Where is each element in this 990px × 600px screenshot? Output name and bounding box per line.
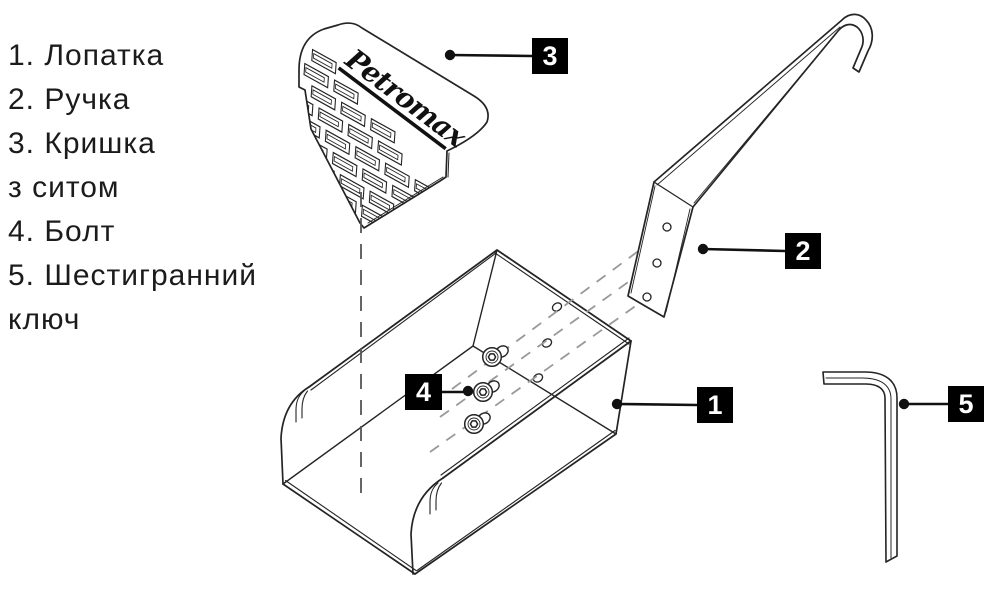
sieve-slot xyxy=(303,62,329,89)
sieve-slot xyxy=(305,66,325,83)
sieve-slot xyxy=(331,151,358,178)
parts-list-line: 3. Кришка xyxy=(8,127,156,160)
sieve-slot xyxy=(361,168,388,195)
sieve-slot xyxy=(333,155,354,172)
sieve-slot xyxy=(311,161,331,178)
sieve-slot xyxy=(398,206,425,229)
parts-list-line: з ситом xyxy=(8,171,120,204)
sieve-slot xyxy=(340,101,366,128)
badge-number: 4 xyxy=(416,377,431,407)
sieve-slot xyxy=(400,211,420,228)
sieve-slot xyxy=(310,84,337,111)
sieve-slot xyxy=(349,127,369,144)
sieve-slot xyxy=(390,220,417,229)
sieve-slot xyxy=(386,166,406,183)
sieve-slot xyxy=(384,162,410,189)
leader-dot xyxy=(898,398,910,410)
leader-dot xyxy=(444,49,456,61)
part-badge-2: 2 xyxy=(697,233,821,269)
parts-list-line: 2. Ручка xyxy=(8,83,131,116)
part-badge-3: 3 xyxy=(444,38,568,74)
sieve-slot xyxy=(311,48,337,75)
logo-underline xyxy=(337,66,447,151)
badge-box xyxy=(532,38,568,74)
sieve-slot xyxy=(317,107,344,134)
badge-box xyxy=(948,386,984,422)
badge-box xyxy=(405,374,442,410)
sieve-slot xyxy=(363,172,383,189)
sieve-slot xyxy=(342,105,362,122)
bolt xyxy=(463,409,494,435)
sieve-slot xyxy=(356,150,376,167)
leader-dot xyxy=(697,243,709,255)
part-badge-5: 5 xyxy=(898,386,984,422)
sieve-slot xyxy=(422,205,443,222)
badge-number: 5 xyxy=(958,389,973,419)
sieve-slot xyxy=(377,140,403,167)
sieve-slot xyxy=(354,145,381,172)
sieve-slot xyxy=(347,123,373,150)
badge-box xyxy=(785,233,821,269)
sieve-slot xyxy=(368,190,395,217)
parts-list-line: 5. Шестигранний xyxy=(8,259,257,292)
scoop-part xyxy=(280,249,632,575)
sieve-slot xyxy=(334,83,355,100)
sieve-slot xyxy=(312,52,333,69)
leader-line xyxy=(449,53,533,58)
leader-line xyxy=(702,247,786,253)
sieve-slot xyxy=(378,144,399,161)
sieve-slot xyxy=(339,173,365,200)
sieve-slot xyxy=(370,117,396,144)
part-badge-1: 1 xyxy=(611,387,733,423)
hex-key-part xyxy=(822,371,898,563)
sieve-slot xyxy=(421,200,447,227)
sieve-slot xyxy=(340,178,361,195)
handle-holes xyxy=(642,222,672,302)
badge-number: 2 xyxy=(795,236,810,266)
leader-dot xyxy=(462,385,474,397)
back-wall-holes xyxy=(532,302,563,383)
sieve-slot xyxy=(324,129,351,156)
badge-number: 3 xyxy=(542,41,557,71)
bolt xyxy=(472,377,503,403)
badge-box xyxy=(697,387,733,423)
sieve-slot xyxy=(319,111,339,128)
sieve-slot xyxy=(370,194,391,211)
parts-list-line: 4. Болт xyxy=(8,215,116,248)
sieve-slot xyxy=(371,122,392,139)
bolt xyxy=(481,342,512,368)
sieve-slot xyxy=(392,225,413,229)
sieve-slot xyxy=(326,133,347,150)
parts-list: 1. Лопатка 2. Ручка 3. Кришка з ситом 4.… xyxy=(8,34,257,342)
part-badge-4: 4 xyxy=(405,374,474,410)
sieve-slot xyxy=(312,89,332,106)
sieve-slot xyxy=(333,79,359,106)
handle-part xyxy=(627,13,874,318)
leader-line xyxy=(616,402,698,407)
parts-list-line: 1. Лопатка xyxy=(8,39,165,72)
parts-list-line: ключ xyxy=(8,303,81,336)
leader-dot xyxy=(611,398,623,410)
badge-number: 1 xyxy=(707,390,722,420)
